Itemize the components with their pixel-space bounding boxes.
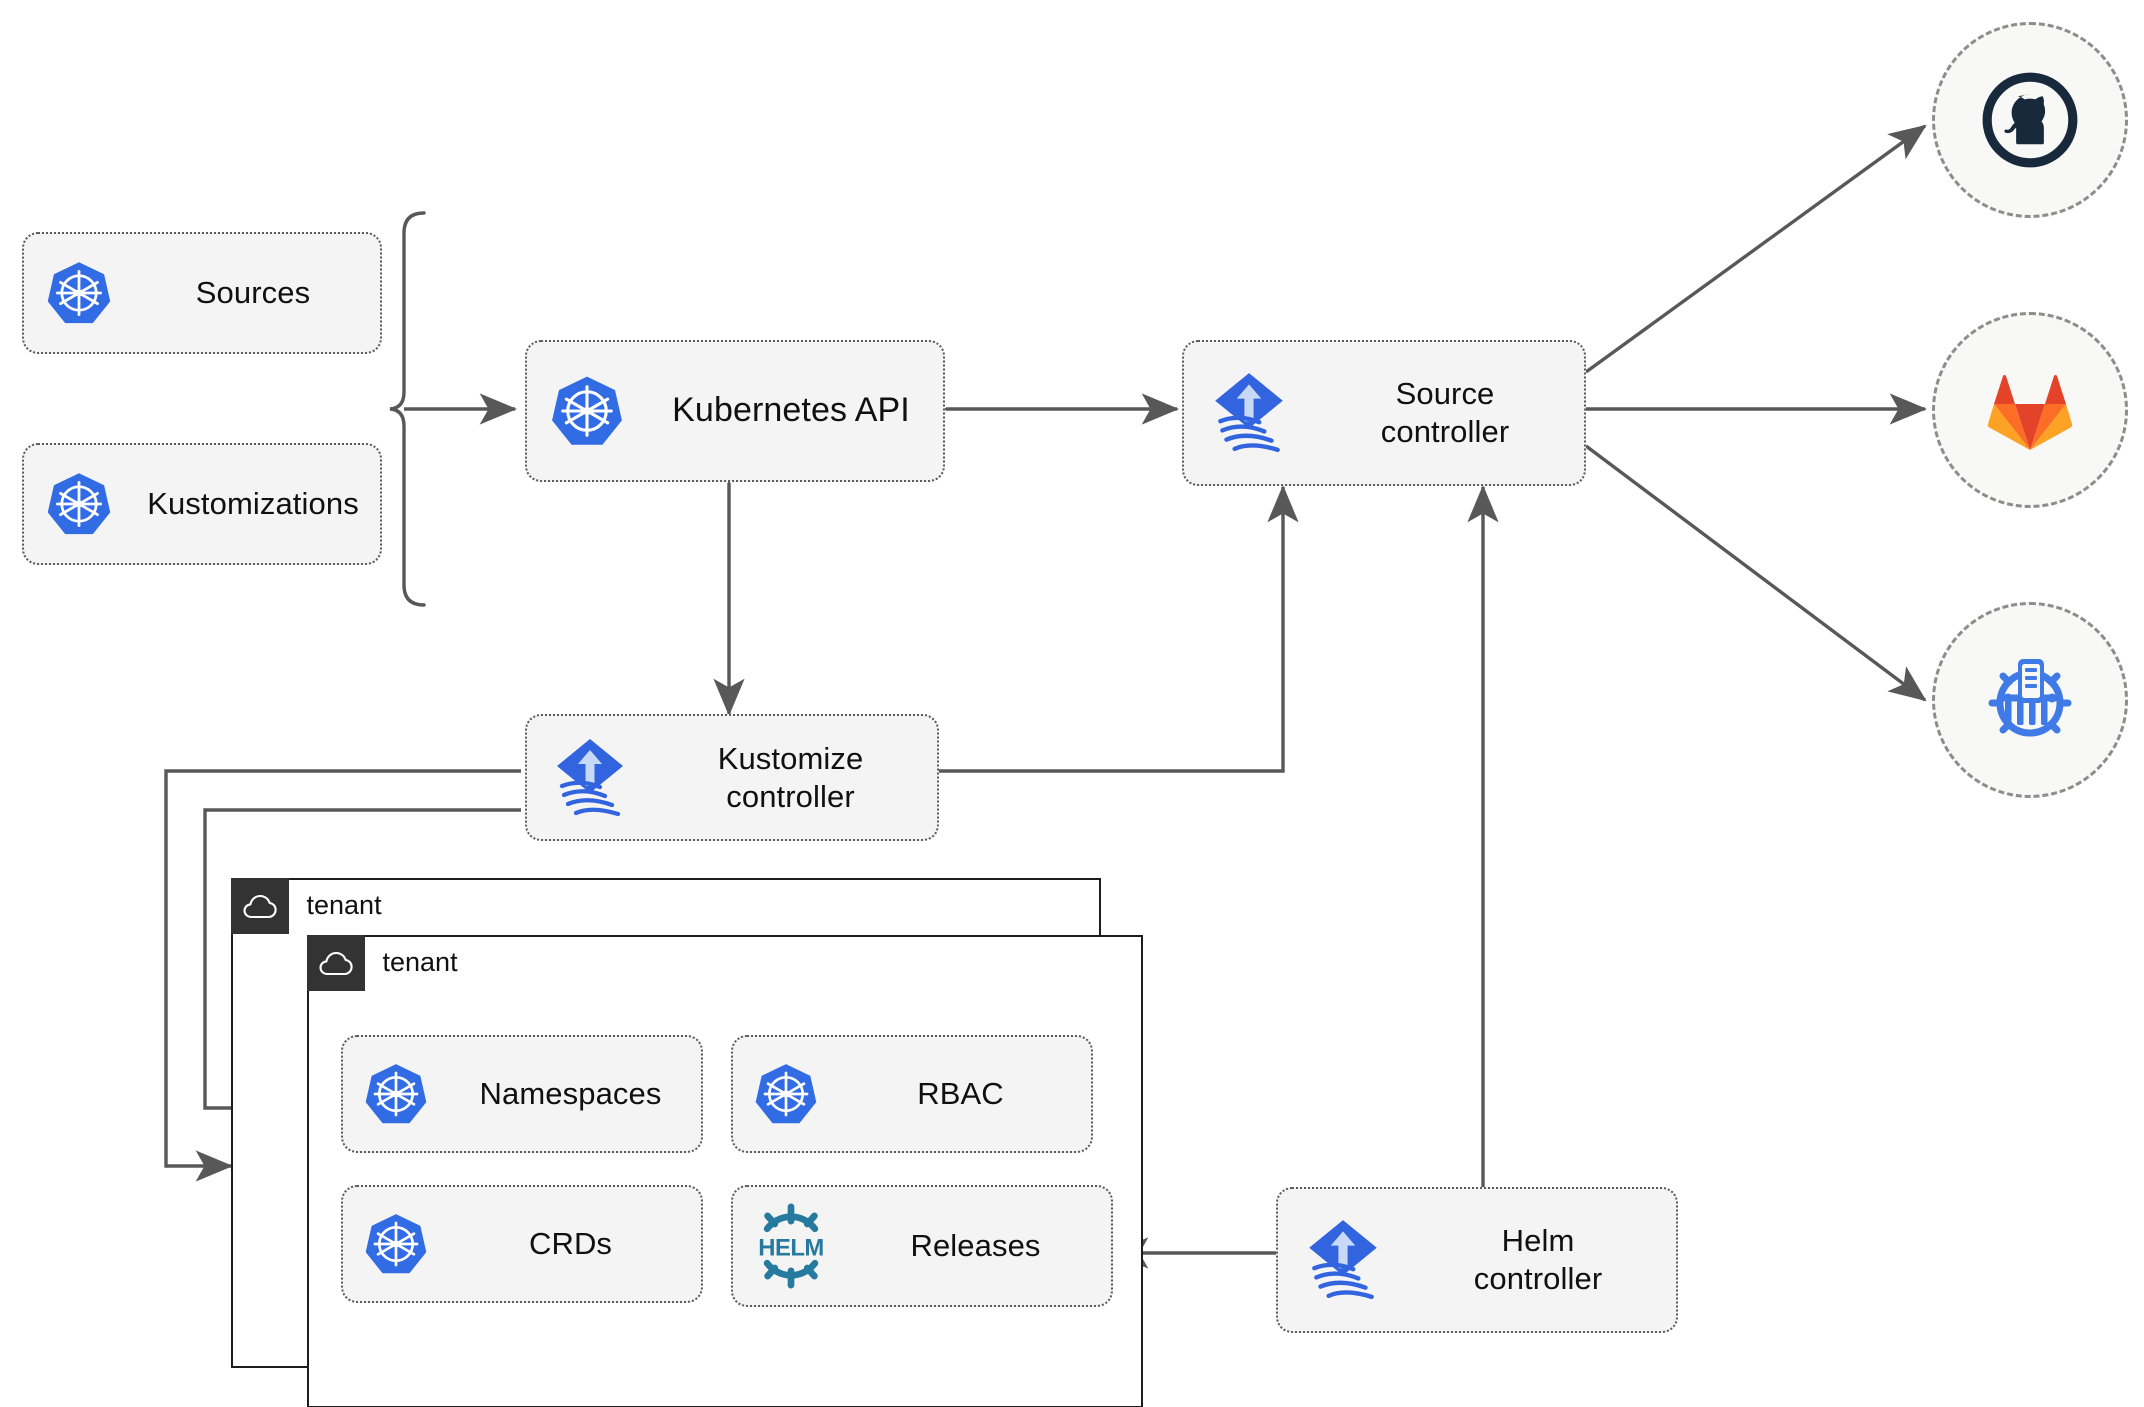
node-label-line1: Kustomize bbox=[717, 740, 864, 776]
endpoint-gitlab[interactable] bbox=[1932, 312, 2128, 508]
node-label: Sources bbox=[195, 275, 311, 311]
cloud-icon bbox=[230, 877, 289, 934]
node-label: Namespaces bbox=[479, 1076, 662, 1112]
edge-source-to-github bbox=[1585, 124, 1927, 374]
helm-repository-icon bbox=[1988, 659, 2072, 737]
helm-icon: HELM bbox=[733, 1203, 848, 1289]
kubernetes-icon bbox=[527, 373, 647, 449]
kubernetes-icon bbox=[733, 1061, 838, 1127]
endpoint-github[interactable] bbox=[1932, 22, 2128, 218]
tenant-label: tenant bbox=[382, 947, 458, 977]
edge-kustomize-to-source-controller bbox=[939, 484, 1299, 773]
kubernetes-icon bbox=[24, 470, 134, 538]
flux-icon bbox=[1278, 1217, 1408, 1303]
svg-text:HELM: HELM bbox=[758, 1235, 823, 1262]
flux-icon bbox=[527, 736, 652, 820]
tenant-title-bar: tenant bbox=[306, 934, 458, 991]
node-label-line2: controller bbox=[1473, 1261, 1603, 1296]
node-label: CRDs bbox=[528, 1226, 613, 1262]
github-icon bbox=[1982, 72, 2078, 168]
node-rbac[interactable]: RBAC bbox=[731, 1035, 1093, 1153]
endpoint-helm-repository[interactable] bbox=[1932, 602, 2128, 798]
node-helm-controller[interactable]: Helm controller bbox=[1276, 1187, 1678, 1333]
node-label-line1: Source bbox=[1395, 376, 1495, 412]
node-kustomize-controller[interactable]: Kustomize controller bbox=[525, 714, 939, 841]
kubernetes-icon bbox=[24, 259, 134, 327]
gitlab-icon bbox=[1987, 374, 2073, 450]
node-label-line1: Helm bbox=[1501, 1223, 1575, 1259]
node-label: Kubernetes API bbox=[672, 391, 910, 430]
kubernetes-icon bbox=[343, 1211, 448, 1277]
flux-icon bbox=[1184, 370, 1314, 456]
kubernetes-icon bbox=[343, 1061, 448, 1127]
tenant-title-bar: tenant bbox=[230, 877, 382, 934]
node-namespaces[interactable]: Namespaces bbox=[341, 1035, 703, 1153]
node-source-controller[interactable]: Source controller bbox=[1182, 340, 1586, 486]
node-crds[interactable]: CRDs bbox=[341, 1185, 703, 1303]
node-label: RBAC bbox=[917, 1076, 1004, 1112]
node-label: Source controller bbox=[1314, 375, 1584, 451]
edge-source-to-helm-repo bbox=[1584, 444, 1927, 702]
node-label-line2: controller bbox=[1380, 414, 1510, 449]
node-kubernetes-api[interactable]: Kubernetes API bbox=[525, 340, 945, 482]
node-label-line2: controller bbox=[726, 778, 855, 814]
node-label: Releases bbox=[910, 1228, 1041, 1264]
tenant-label: tenant bbox=[306, 890, 382, 920]
node-sources[interactable]: Sources bbox=[22, 232, 382, 354]
node-releases[interactable]: HELM Releases bbox=[731, 1185, 1113, 1307]
grouping-bracket bbox=[389, 211, 426, 607]
node-kustomizations[interactable]: Kustomizations bbox=[22, 443, 382, 565]
node-label: Helm controller bbox=[1408, 1222, 1676, 1298]
node-label: Kustomize controller bbox=[652, 740, 937, 816]
node-label: Kustomizations bbox=[147, 486, 359, 522]
tenant-container-front[interactable]: tenant bbox=[306, 934, 1143, 1407]
cloud-icon bbox=[306, 934, 365, 991]
